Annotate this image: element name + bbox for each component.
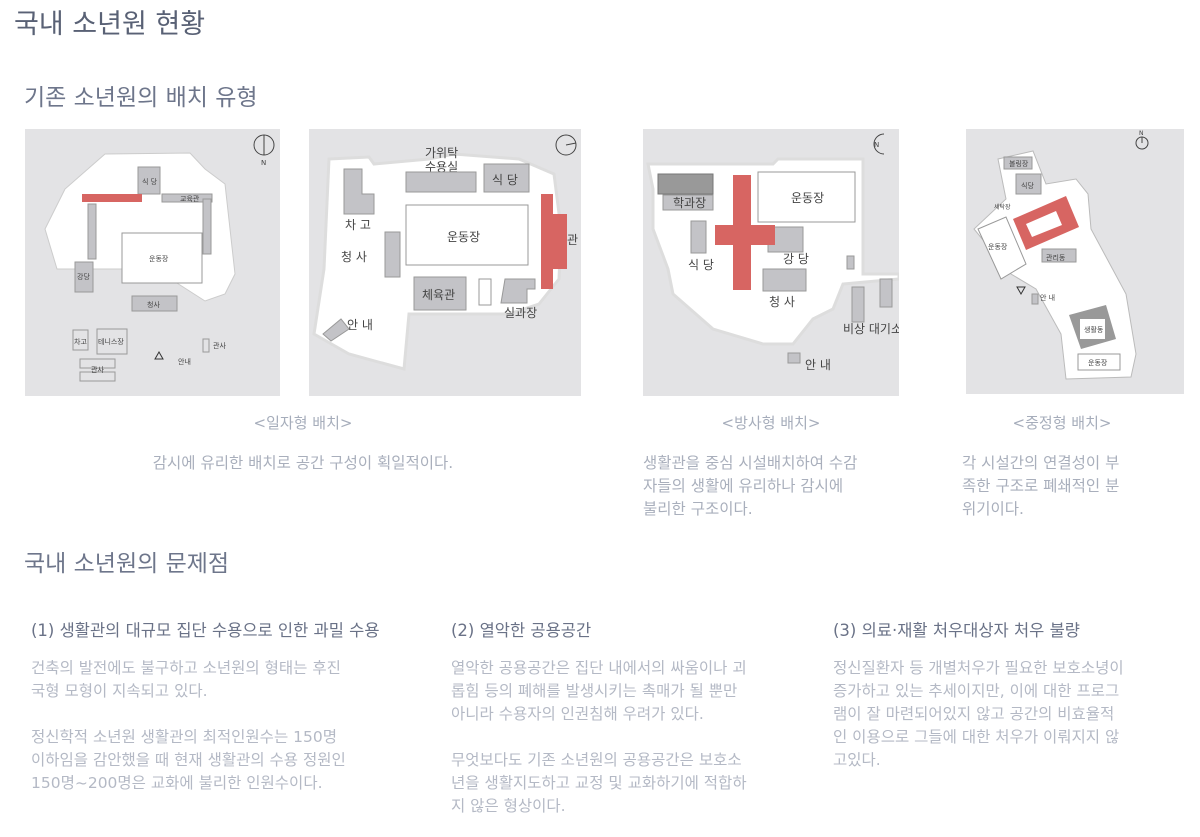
body-line: 무엇보다도 기존 소년원의 공용공간은 보호소 [451, 751, 742, 769]
body-line: 아니라 수용자의 인권침해 우려가 있다. [451, 705, 704, 723]
map-label: 안 내 [805, 358, 831, 372]
body-line: 이하임을 감안했을 때 현재 생활관의 수용 정원인 [31, 751, 346, 769]
body-line: 지 않은 형상이다. [451, 797, 566, 815]
map-label: 생활동 [1084, 325, 1104, 334]
highlight-living-block [541, 194, 553, 289]
map-label: 운동장 [988, 242, 1008, 251]
map-label: 비상 대기소 [843, 322, 899, 336]
map-label: 가위탁 [425, 146, 458, 160]
north-label: N [874, 141, 879, 149]
map-label: 운동장 [149, 254, 169, 263]
problem-1-body: 건축의 발전에도 불구하고 소년원의 형태는 후진 국형 모형이 지속되고 있다… [31, 657, 346, 795]
description-line: 족한 구조로 폐쇄적인 분 [962, 477, 1120, 495]
body-line: 고있다. [833, 751, 881, 769]
caption-courtyard: <중정형 배치> [1012, 414, 1112, 432]
problems-heading: 국내 소년원의 문제점 [24, 551, 230, 577]
map-label: 강당 [77, 272, 90, 281]
north-label: N [1139, 130, 1144, 137]
caption-radial: <방사형 배치> [721, 414, 821, 432]
body-line: 국형 모형이 지속되고 있다. [31, 682, 208, 700]
map-label: 학과장 [673, 196, 706, 210]
map-label: 식 당 [142, 177, 158, 186]
description-radial: 생활관을 중심 시설배치하여 수감 자들의 생활에 유리하나 감시에 불리한 구… [643, 452, 857, 521]
map-label: 식 당 [492, 173, 518, 187]
map-label: 청사 [147, 300, 160, 309]
body-line: 년을 생활지도하고 교정 및 교화하기에 적합하 [451, 774, 747, 792]
map-label: 운동장 [791, 191, 824, 205]
map-label: 체육관 [422, 288, 455, 302]
body-line: 150명~200명은 교화에 불리한 인원수이다. [31, 774, 323, 792]
page-title: 국내 소년원 현황 [14, 9, 206, 40]
map-label: 세탁장 [994, 203, 1011, 211]
map-label: 청 사 [769, 295, 795, 309]
north-label: N [261, 159, 266, 167]
map-label: 운동장 [1088, 358, 1108, 367]
description-linear: 감시에 유리한 배치로 공간 구성이 획일적이다. [25, 452, 581, 475]
map-label: 볼링장 [1009, 159, 1029, 168]
map-label: 식 당 [688, 258, 714, 272]
map-label: 청 사 [341, 250, 367, 264]
map-label: 수용실 [425, 160, 458, 174]
map-label: 운동장 [447, 230, 480, 244]
problem-2-title: (2) 열악한 공용공간 [451, 621, 592, 640]
map-label: 안 내 [1040, 293, 1055, 302]
map-label: 실과장 [504, 306, 537, 320]
site-plan-radial: N 운동장 학과장 식 당 강 당 청 사 비상 대기소 안 내 [643, 129, 899, 396]
map-label: 강 당 [783, 252, 809, 266]
map-label: 안내 [178, 357, 191, 366]
problem-3-title: (3) 의료·재활 처우대상자 처우 불량 [833, 621, 1080, 640]
map-label: 식당 [1021, 181, 1034, 190]
description-line: 불리한 구조이다. [643, 500, 753, 518]
map-label: 관 [567, 233, 578, 247]
description-line: 위기이다. [962, 500, 1024, 518]
body-line: 램이 잘 마련되어있지 않고 공간의 비효율적 [833, 705, 1115, 723]
body-line: 증가하고 있는 추세이지만, 이에 대한 프로그 [833, 682, 1120, 700]
layout-types-heading: 기존 소년원의 배치 유형 [24, 85, 258, 111]
site-plan-linear-1: N 식 당 교육관 운동장 강당 청사 차고 테니스장 관사 관사 안내 [25, 129, 280, 396]
map-label: 테니스장 [98, 337, 124, 346]
description-line: 각 시설간의 연결성이 부 [962, 454, 1120, 472]
body-line: 롭힘 등의 폐해를 발생시키는 촉매가 될 뿐만 [451, 682, 738, 700]
description-line: 감시에 유리한 배치로 공간 구성이 획일적이다. [152, 454, 454, 472]
map-label: 관사 [213, 341, 226, 350]
site-plan-linear-2: 가위탁 수용실 식 당 차 고 운동장 관 청 사 체육관 실과장 안 내 [309, 129, 581, 396]
highlight-living-block [82, 194, 142, 202]
map-label: 차 고 [345, 218, 371, 232]
map-label: 관사 [91, 365, 104, 374]
problem-3-body: 정신질환자 등 개별처우가 필요한 보호소녕이 증가하고 있는 추세이지만, 이… [833, 657, 1124, 772]
map-label: 교육관 [180, 194, 200, 203]
site-plan-courtyard: N 볼링장 식당 세탁장 운동장 관리동 안 내 생활동 운동장 [966, 129, 1184, 394]
body-line: 인 이용으로 그들에 대한 처우가 이뤄지지 않 [833, 728, 1120, 746]
map-label: 안 내 [347, 318, 373, 332]
description-courtyard: 각 시설간의 연결성이 부 족한 구조로 폐쇄적인 분 위기이다. [962, 452, 1119, 521]
map-label: 차고 [74, 337, 87, 346]
problem-2-body: 열악한 공용공간은 집단 내에서의 싸움이나 괴 롭힘 등의 폐해를 발생시키는… [451, 657, 747, 818]
description-line: 자들의 생활에 유리하나 감시에 [643, 477, 844, 495]
body-line: 건축의 발전에도 불구하고 소년원의 형태는 후진 [31, 659, 341, 677]
body-line: 정신질환자 등 개별처우가 필요한 보호소녕이 [833, 659, 1124, 677]
body-line: 열악한 공용공간은 집단 내에서의 싸움이나 괴 [451, 659, 747, 677]
problem-1-title: (1) 생활관의 대규모 집단 수용으로 인한 과밀 수용 [31, 621, 380, 640]
body-line: 정신학적 소년원 생활관의 최적인원수는 150명 [31, 728, 337, 746]
map-label: 관리동 [1046, 253, 1066, 262]
description-line: 생활관을 중심 시설배치하여 수감 [643, 454, 858, 472]
caption-linear: <일자형 배치> [253, 414, 353, 432]
